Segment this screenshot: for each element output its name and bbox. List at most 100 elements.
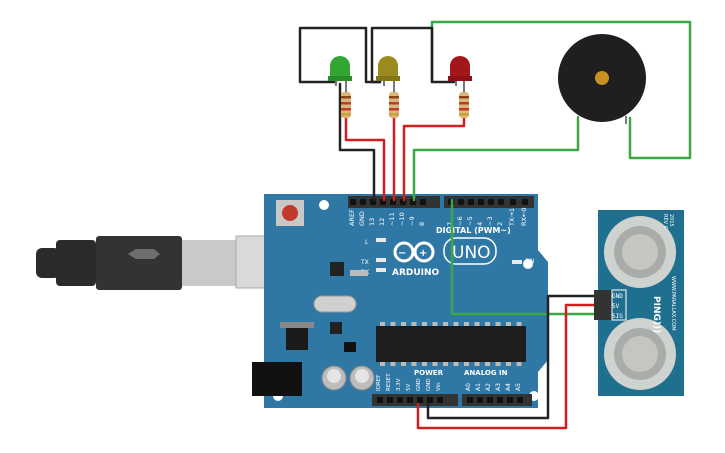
sensor-year: 2015 [668,214,674,227]
piezo-buzzer[interactable] [558,34,646,124]
header-socket[interactable] [377,397,383,403]
on-label: ON [525,258,534,265]
pin-label-power: 3.3V [396,378,402,391]
arduino-logo: − + [393,241,435,263]
header-socket[interactable] [510,199,516,205]
pin-label-top: 4 [476,222,484,226]
header-socket[interactable] [410,199,416,205]
header-socket[interactable] [478,199,484,205]
header-socket[interactable] [400,199,406,205]
pin-label-analog: A2 [485,383,492,391]
header-socket[interactable] [417,397,423,403]
header-socket[interactable] [468,199,474,205]
microcontroller-chip [376,326,526,362]
pin-label-top: TX→1 [508,208,516,227]
header-socket[interactable] [437,397,443,403]
header-socket[interactable] [488,199,494,205]
pin-label-top: 8 [418,222,426,226]
ultrasonic-sensor[interactable]: GND 5V SIG PING))) WWW.PARALLAX.COM 2015… [594,210,684,396]
ground-loop-wire [298,26,382,84]
green-led[interactable] [328,56,352,92]
pin-label-analog: A1 [475,383,482,391]
pin-label-power: GND [416,378,422,391]
chip-pin [495,362,501,366]
arduino-logo-text: ARDUINO [392,268,440,278]
pin-label-top: GND [358,211,366,226]
sensor-name: PING))) [651,296,661,333]
pin-label-analog: A3 [495,383,502,391]
pin-label-top: ~11 [388,212,396,226]
header-socket[interactable] [477,397,483,403]
chip-pin [516,362,522,366]
power-label: POWER [414,369,444,377]
sensor-pin-gnd: GND [612,293,623,300]
header-socket[interactable] [380,199,386,205]
header-socket[interactable] [350,199,356,205]
header-socket[interactable] [387,397,393,403]
chip-pin [432,362,438,366]
sensor-sig-wire [450,198,596,316]
chip-pin [380,322,385,326]
header-socket[interactable] [497,397,503,403]
chip-pin [443,362,448,366]
header-socket[interactable] [507,397,513,403]
header-socket[interactable] [407,397,413,403]
power-header[interactable] [372,394,458,406]
pin-label-power: GND [426,378,432,391]
resistor[interactable] [389,92,399,118]
yellow-led[interactable] [376,56,400,92]
pin-label-analog: A0 [465,383,472,391]
chip-pin [506,322,511,326]
header-socket[interactable] [390,199,396,205]
header-socket[interactable] [467,397,473,403]
header-socket[interactable] [517,397,523,403]
chip-pin [453,322,459,326]
chip-pin [485,362,490,366]
pin-label-top: ~5 [466,216,474,226]
chip-pin [411,362,417,366]
chip-pin [432,322,438,326]
chip-pin [516,322,522,326]
mounting-hole [319,200,329,210]
pin-label-top: 2 [496,222,504,226]
chip-pin [422,362,427,366]
chip-pin [495,322,501,326]
chip-pin [474,322,480,326]
header-socket[interactable] [458,199,464,205]
pin-label-top: ~3 [486,216,494,226]
red-led-wire [402,116,466,202]
header-socket[interactable] [427,397,433,403]
power-jack[interactable] [252,362,302,396]
buzzer-wire-signal [412,116,580,202]
header-socket[interactable] [420,199,426,205]
pin-label-analog: A4 [505,383,512,391]
resistor[interactable] [459,92,469,118]
mounting-hole [523,259,533,269]
header-socket[interactable] [498,199,504,205]
pin-label-top: 12 [378,218,386,226]
crystal-oscillator [313,295,357,313]
pin-label-top: RX←0 [520,207,528,226]
pin-label-top: ~10 [398,212,406,226]
header-socket[interactable] [522,199,528,205]
pin-label-power: 5V [406,384,412,391]
header-socket[interactable] [487,397,493,403]
chip-pin [422,322,427,326]
uno-text: UNO [452,243,491,263]
header-socket[interactable] [397,397,403,403]
pin-label-top: AREF [348,209,356,226]
wires [298,20,692,430]
resistor[interactable] [341,92,351,118]
chip-pin [390,322,396,326]
usb-cable [36,235,273,290]
red-led[interactable] [448,56,472,92]
chip-pin [464,322,469,326]
green-led-wire [344,116,386,202]
chip-pin [474,362,480,366]
header-socket[interactable] [360,199,366,205]
header-socket[interactable] [370,199,376,205]
